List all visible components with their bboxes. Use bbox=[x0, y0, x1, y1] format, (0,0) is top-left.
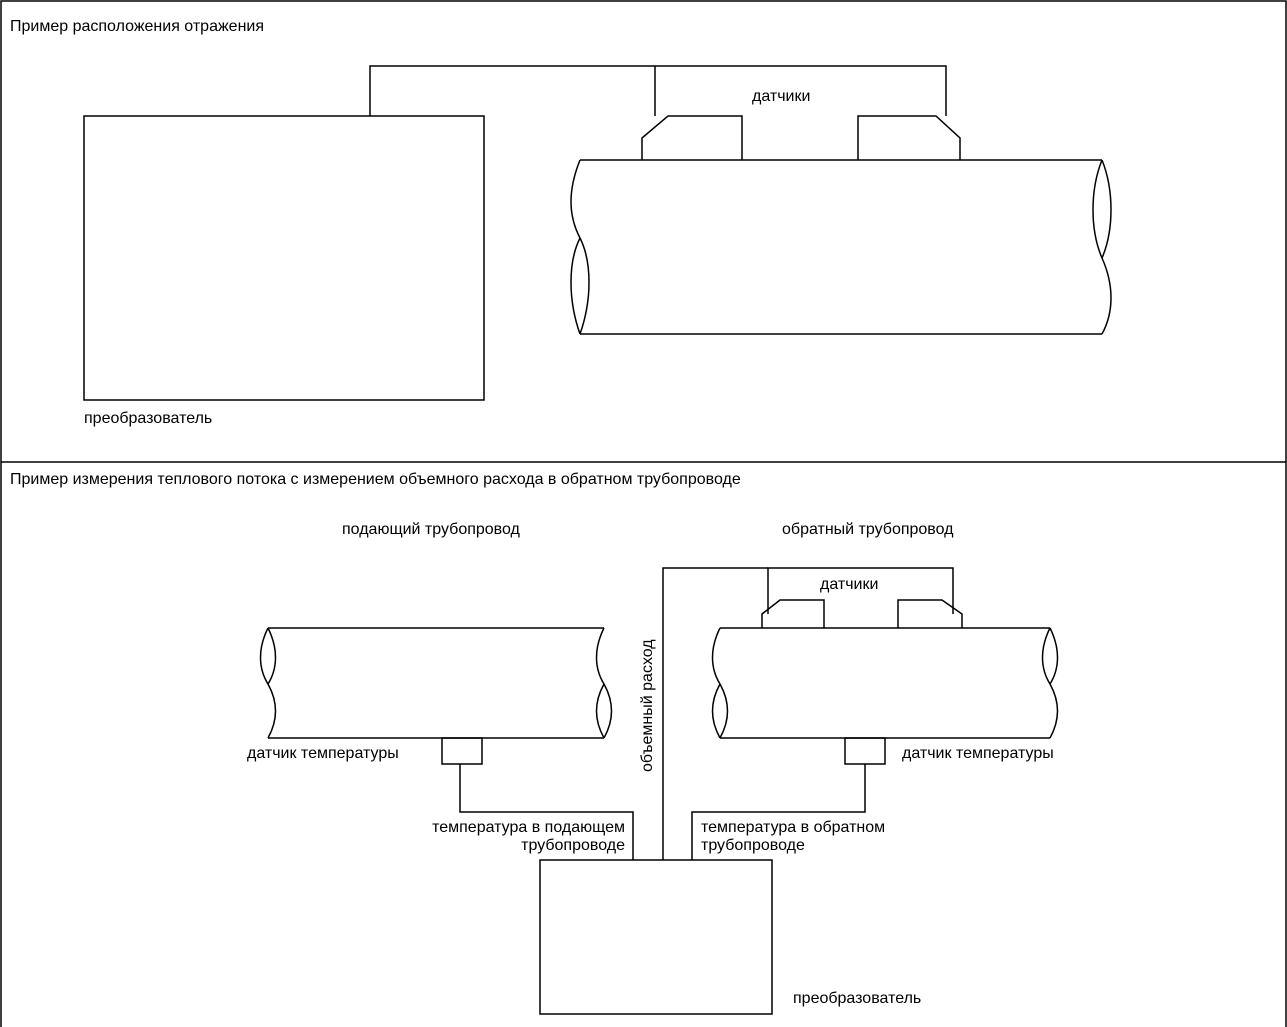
return-sensor-right bbox=[897, 599, 963, 628]
supply-temp-sensor-label: датчик температуры bbox=[247, 745, 399, 762]
supply-pipe bbox=[259, 627, 613, 739]
pipe-top bbox=[570, 159, 1112, 335]
sensors-label: датчики bbox=[752, 88, 810, 105]
return-temp-sensor-label: датчик температуры bbox=[902, 745, 1054, 762]
supply-temp-cable bbox=[459, 764, 634, 860]
return-temp-label-line2: трубопроводе bbox=[701, 837, 805, 854]
pipe-right-break-back bbox=[1101, 159, 1112, 259]
sensor-right bbox=[857, 115, 961, 160]
sensor-left bbox=[641, 115, 743, 160]
supply-temp-sensor bbox=[441, 737, 483, 765]
volume-flow-cable bbox=[662, 567, 768, 860]
volume-flow-label: объемный расход bbox=[639, 639, 656, 772]
converter-label-bottom: преобразователь bbox=[793, 990, 921, 1007]
return-pipe-left-break-back bbox=[711, 683, 721, 739]
section-heat-flow-example: Пример измерения теплового потока с изме… bbox=[10, 471, 1059, 1015]
converter-box-bottom bbox=[539, 859, 773, 1015]
supply-pipe-right-break bbox=[595, 627, 613, 739]
section-reflection-example: Пример расположения отражения преобразов… bbox=[10, 18, 1112, 427]
return-temp-cable bbox=[691, 764, 866, 860]
sensor-cable bbox=[369, 65, 947, 116]
return-sensor-left bbox=[761, 599, 825, 628]
section-top-title: Пример расположения отражения bbox=[10, 18, 264, 35]
return-temp-label-line1: температура в обратном bbox=[701, 819, 885, 836]
return-sensors-label: датчики bbox=[820, 576, 878, 593]
supply-pipe-right-break-back bbox=[595, 683, 605, 739]
supply-pipe-label: подающий трубопровод bbox=[342, 521, 521, 538]
return-pipe bbox=[711, 627, 1059, 739]
pipe-left-break-back bbox=[570, 237, 581, 335]
return-pipe-right-break-back bbox=[1049, 627, 1059, 685]
return-pipe-label: обратный трубопровод bbox=[782, 521, 954, 538]
return-pipe-left-break bbox=[711, 627, 729, 739]
section-bottom-title: Пример измерения теплового потока с изме… bbox=[10, 471, 741, 488]
return-temp-sensor bbox=[844, 737, 886, 765]
pipe-right-break bbox=[1092, 159, 1112, 335]
supply-temp-label-line1: температура в подающем bbox=[432, 819, 625, 836]
return-sensor-cable bbox=[767, 567, 954, 614]
converter-box bbox=[83, 115, 485, 401]
supply-temp-label-line2: трубопроводе bbox=[521, 837, 625, 854]
converter-label: преобразователь bbox=[84, 410, 212, 427]
supply-pipe-left-break-back bbox=[267, 627, 277, 685]
